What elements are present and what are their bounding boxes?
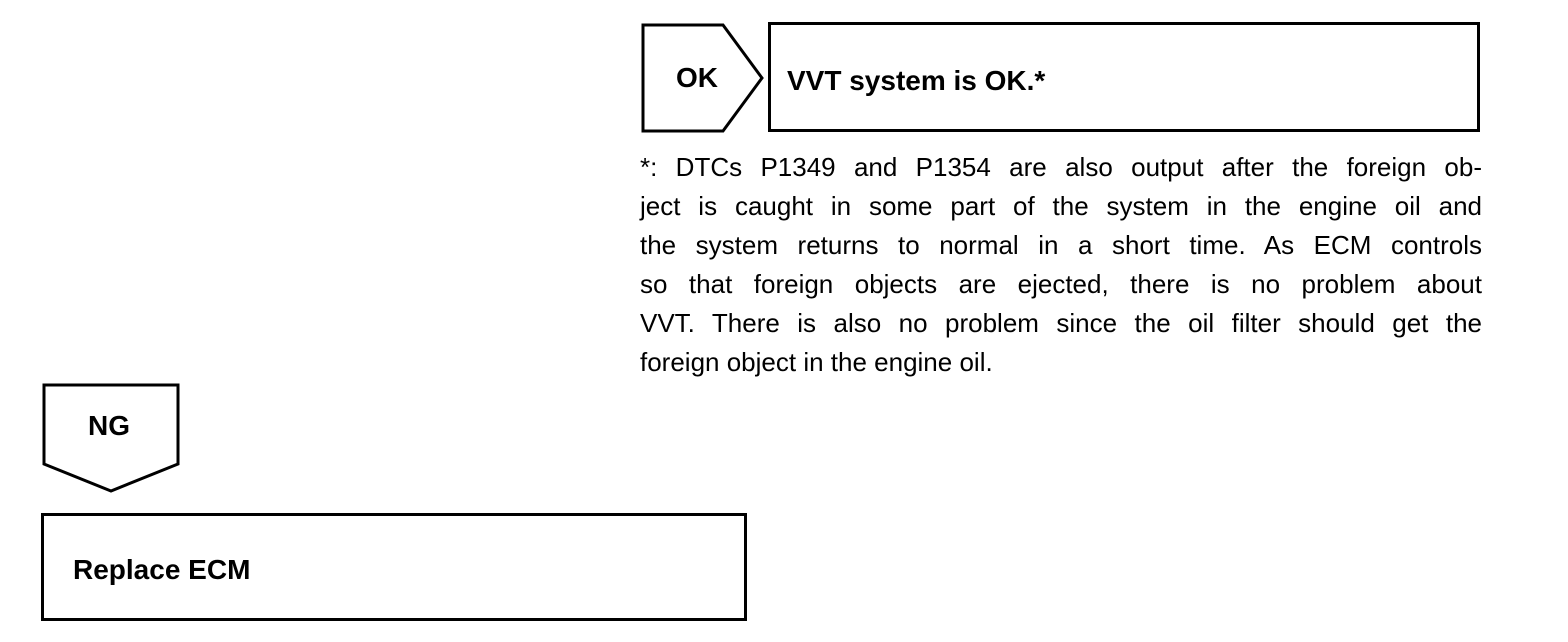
footnote-line: so that foreign objects are ejected, the… [640, 269, 1482, 299]
footnote-line: *: DTCs P1349 and P1354 are also output … [640, 152, 1482, 182]
ok-result-box: VVT system is OK.* [768, 22, 1480, 132]
ng-tag-label: NG [88, 410, 130, 441]
ok-result-text: VVT system is OK.* [787, 65, 1046, 96]
footnote-line: the system returns to normal in a short … [640, 230, 1482, 260]
replace-ecm-text: Replace ECM [73, 554, 251, 585]
replace-ecm-box: Replace ECM [41, 513, 747, 621]
footnote-text: *: DTCs P1349 and P1354 are also output … [640, 148, 1482, 382]
footnote-line: foreign object in the engine oil. [640, 347, 993, 377]
footnote-line: VVT. There is also no problem since the … [640, 308, 1482, 338]
ng-arrow-tag [42, 383, 180, 493]
ok-tag-label: OK [676, 62, 718, 93]
footnote-line: ject is caught in some part of the syste… [640, 191, 1482, 221]
ok-arrow-tag [641, 23, 764, 133]
